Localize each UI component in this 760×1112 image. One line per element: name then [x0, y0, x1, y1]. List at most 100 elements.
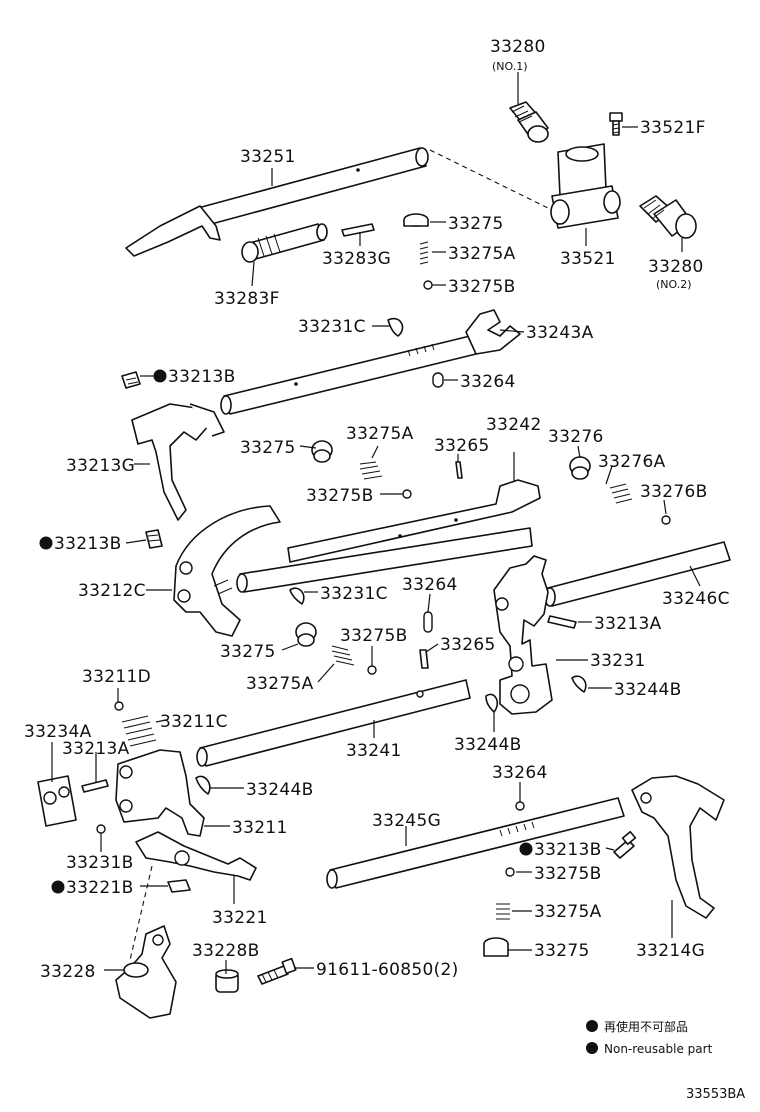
non-reusable-markers [39, 369, 533, 894]
label-33231B: 33231B [66, 853, 134, 873]
legend: 再使用不可部品 Non-reusable part [586, 1019, 713, 1056]
label-33213A-a: 33213A [594, 614, 662, 634]
spring-33211C [121, 715, 157, 747]
label-33221: 33221 [212, 908, 268, 928]
assembly-line-2 [129, 865, 153, 961]
ball-33231B [96, 824, 106, 834]
arm-33221 [135, 831, 257, 881]
pin-33264-a [432, 372, 444, 388]
ball-33275B-mid [402, 489, 412, 499]
label-33275-c: 33275 [220, 642, 276, 662]
bolt-91611 [257, 957, 297, 985]
label-33275A-a: 33275A [448, 244, 516, 264]
fork-33213G [131, 403, 225, 521]
label-33264-b: 33264 [402, 575, 458, 595]
label-33212C: 33212C [78, 581, 146, 601]
spring-33275A-d [496, 903, 510, 920]
label-33214G: 33214G [636, 941, 705, 961]
plug-33275-c [295, 622, 317, 647]
label-33275-a: 33275 [448, 214, 504, 234]
label-33275-b: 33275 [240, 438, 296, 458]
label-91611: 91611-60850(2) [316, 960, 459, 980]
label-33213B-c: 33213B [534, 840, 602, 860]
label-33234A: 33234A [24, 722, 92, 742]
plug-33275-top [403, 213, 429, 227]
housing-33521 [550, 143, 621, 229]
label-33280-no1: 33280 [490, 37, 546, 57]
label-33280-no2: 33280 [648, 257, 704, 277]
ball-33275B-d [505, 867, 515, 877]
shaft-33241 [196, 679, 471, 767]
label-33275A-d: 33275A [534, 902, 602, 922]
label-33231C-b: 33231C [320, 584, 388, 604]
bushing-33228B [215, 969, 239, 993]
switch-33280-no1 [509, 101, 549, 143]
switch-33280-no2 [639, 195, 697, 239]
bolt-33213B-b [145, 529, 163, 549]
non-reusable-dot-icon [51, 880, 65, 894]
label-33280-no1-sub: (NO.1) [492, 60, 528, 73]
shaft-33243A [220, 309, 521, 415]
lever-33211 [115, 749, 205, 837]
shaft-33251 [125, 147, 429, 257]
non-reusable-dot-icon [39, 536, 53, 550]
label-33211D: 33211D [82, 667, 151, 687]
label-33275B-b: 33275B [306, 486, 374, 506]
label-33231C-a: 33231C [298, 317, 366, 337]
label-33280-no2-sub: (NO.2) [656, 278, 692, 291]
label-33265-a: 33265 [434, 436, 490, 456]
pin-33265-b [419, 649, 429, 669]
label-33213B-b: 33213B [54, 534, 122, 554]
label-33275A-c: 33275A [246, 674, 314, 694]
spring-33275A-top [419, 241, 429, 265]
non-reusable-dot-icon [153, 369, 167, 383]
label-33211C: 33211C [160, 712, 228, 732]
label-33213B-a: 33213B [168, 367, 236, 387]
label-33275A-b: 33275A [346, 424, 414, 444]
spring-33275A-c [331, 645, 355, 666]
assembly-line [429, 149, 553, 211]
label-33228: 33228 [40, 962, 96, 982]
shaft-33245G [326, 797, 625, 889]
legend-jp: 再使用不可部品 [604, 1019, 688, 1034]
label-33245G: 33245G [372, 811, 441, 831]
fork-33214G [631, 775, 725, 919]
label-33211: 33211 [232, 818, 288, 838]
bolt-33521F [609, 112, 623, 136]
label-33276: 33276 [548, 427, 604, 447]
label-33276B: 33276B [640, 482, 708, 502]
label-33275B-a: 33275B [448, 277, 516, 297]
pin-33264-b [423, 611, 433, 633]
clip-33221B [167, 879, 191, 893]
ball-33264-c [515, 801, 525, 811]
label-33275B-d: 33275B [534, 864, 602, 884]
plug-33275-mid [311, 440, 333, 463]
shaft-33212C [236, 527, 533, 593]
label-33264-a: 33264 [460, 372, 516, 392]
pin-33283G [341, 223, 375, 237]
shift-head-33231 [493, 555, 553, 715]
ball-33275B-c [367, 665, 377, 675]
legend-dot-icon [586, 1042, 598, 1054]
plug-33275-d [483, 937, 509, 957]
ring-33231C-top [387, 317, 404, 337]
non-reusable-dot-icon [519, 842, 533, 856]
label-33283G: 33283G [322, 249, 391, 269]
label-33213G: 33213G [66, 456, 135, 476]
ring-33231C-b [289, 587, 305, 605]
ring-33244B-c [195, 775, 211, 795]
bolt-33213B-c [613, 830, 637, 859]
ball-33211D [114, 701, 124, 711]
spring-33276A [609, 483, 633, 504]
label-33275B-c: 33275B [340, 626, 408, 646]
bolt-33213B-a [121, 371, 141, 389]
part-labels: 33280 (NO.1) 33521F 33251 33275 33283G 3… [24, 37, 729, 982]
label-33244B-c: 33244B [246, 780, 314, 800]
pin-33265-a [455, 461, 463, 479]
label-33228B: 33228B [192, 941, 260, 961]
spring-33275A-mid [359, 461, 383, 480]
label-33264-c: 33264 [492, 763, 548, 783]
legend-en: Non-reusable part [604, 1042, 713, 1056]
plug-33276 [569, 456, 591, 480]
